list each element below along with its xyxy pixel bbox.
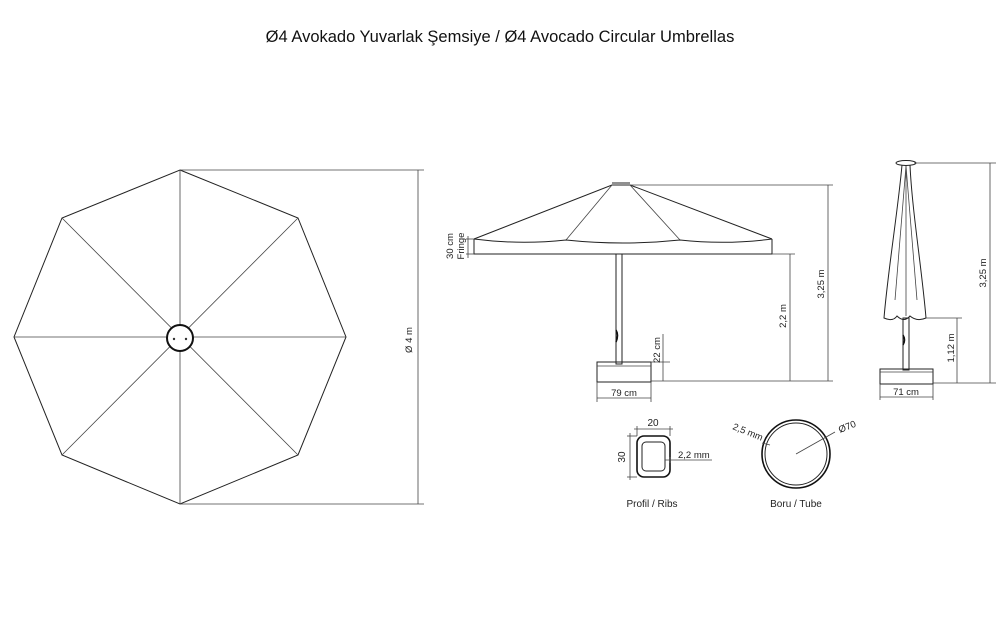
center-hub	[166, 324, 194, 352]
tube-diameter-label: Ø70	[837, 419, 858, 436]
base-width-label: 79 cm	[611, 388, 637, 399]
base-to-canopy-label: 1,12 m	[946, 333, 957, 362]
closed-total-height-label: 3,25 m	[978, 258, 989, 287]
tube-section: 2,5 mm Ø70 Boru / Tube	[731, 419, 858, 510]
fringe-word-label: Fringe	[456, 233, 467, 260]
closed-top-cap	[895, 160, 917, 166]
total-height-label: 3,25 m	[816, 269, 827, 298]
base-block	[596, 361, 652, 383]
profile-width-label: 20	[647, 418, 659, 429]
tube-caption: Boru / Tube	[770, 499, 822, 510]
profile-outer	[636, 435, 671, 478]
clearance-label: 2,2 m	[778, 304, 789, 328]
diameter-label: Ø 4 m	[404, 327, 415, 353]
closed-canopy	[883, 164, 927, 321]
profile-section: 20 30 2,2 mm Profil / Ribs	[617, 418, 712, 510]
profile-wall-label: 2,2 mm	[678, 450, 710, 461]
profile-inner	[641, 441, 666, 472]
closed-base-block	[879, 368, 934, 385]
fringe	[473, 238, 773, 255]
tube-inner	[764, 422, 828, 486]
side-view-closed: 3,25 m 1,12 m 71 cm	[879, 160, 996, 400]
base-height-label: 22 cm	[652, 337, 663, 363]
top-view: Ø 4 m	[13, 169, 424, 505]
open-canopy	[473, 184, 773, 240]
tube-outer	[761, 419, 831, 489]
closed-base-width-label: 71 cm	[893, 387, 919, 398]
side-view-open: 30 cm Fringe 2,2 m 3,25 m 22 cm 79 cm	[445, 182, 833, 402]
pole	[615, 253, 623, 365]
tube-wall-label: 2,5 mm	[731, 422, 765, 444]
profile-caption: Profil / Ribs	[626, 499, 677, 510]
diagram-title: Ø4 Avokado Yuvarlak Şemsiye / Ø4 Avocado…	[265, 28, 735, 46]
profile-height-label: 30	[617, 451, 628, 463]
fringe-height-label: 30 cm	[445, 233, 456, 259]
